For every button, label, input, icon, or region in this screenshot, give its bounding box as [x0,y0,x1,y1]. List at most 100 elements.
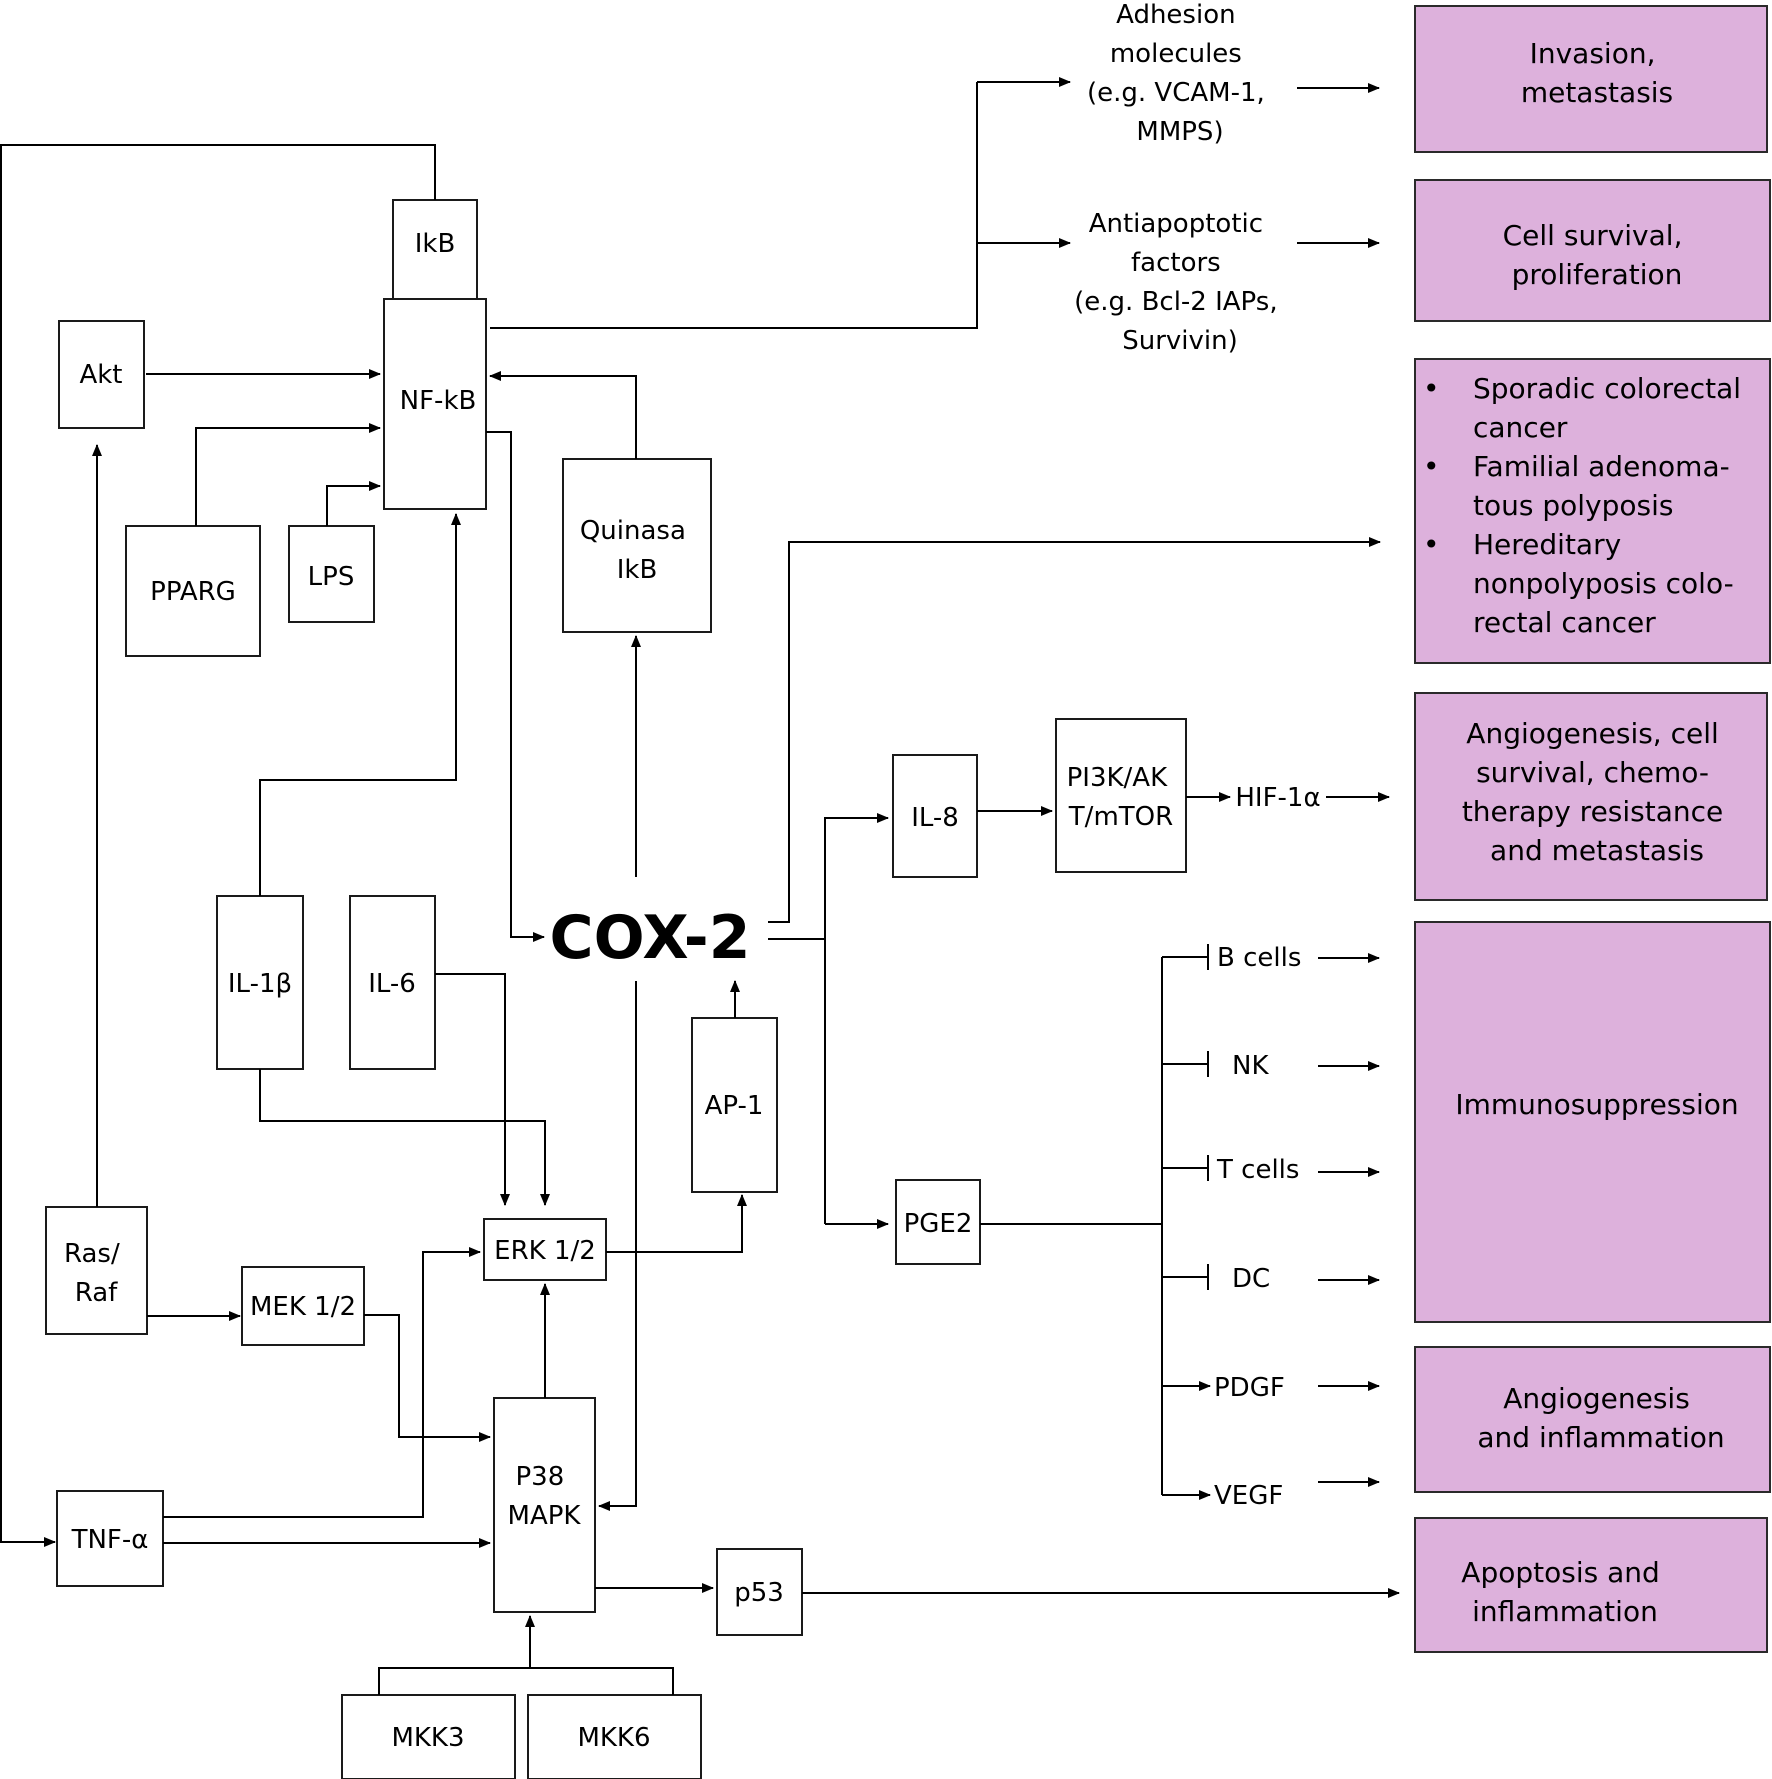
adhesion-line3: (e.g. VCAM-1, [1087,78,1265,108]
svg-text:Apoptosis and inflammati: Apoptosis and inflammation [1461,1556,1668,1628]
connector-nfkb-to-cox2 [486,431,545,942]
outcome-angio-inflam-line1: Angiogenesis [1503,1382,1690,1415]
antiapoptotic-line3: (e.g. Bcl-2 IAPs, [1074,287,1277,317]
node-lps: LPS [288,525,375,623]
node-il8: IL-8 [892,754,978,878]
outcome-survival-line1: Cell survival, [1503,219,1683,252]
cancer-item-3-line3: rectal cancer [1473,606,1656,639]
node-pi3k-akt-mtor: PI3K/AK T/mTOR [1055,718,1187,873]
node-rasraf-line1: Ras/ [64,1239,120,1269]
node-ras-raf: Ras/ Raf [45,1206,148,1335]
outcome-angio-inflam-line2: and inflammation [1477,1421,1724,1454]
bullet-3: • [1423,528,1440,561]
node-ap1: AP-1 [691,1017,778,1193]
cancer-item-2-line1: Familial adenoma- [1473,450,1730,483]
antiapoptotic-line4: Survivin) [1122,326,1238,356]
bullet-1: • [1423,372,1440,405]
target-nk: NK [1232,1051,1269,1081]
outcome-angiogenesis-chemo: Angiogenesis, cell survival, chemo- ther… [1414,692,1768,901]
node-rasraf-line2: Raf [75,1278,118,1308]
outcome-colorectal-cancers: • • • Sporadic colorectal cancer Familia… [1414,358,1771,664]
bullet-2: • [1423,450,1440,483]
node-akt-label: Akt [79,360,122,390]
factor-antiapoptotic: Antiapoptotic factors (e.g. Bcl-2 IAPs, … [1074,209,1277,356]
cancer-item-3-line2: nonpolyposis colo- [1473,567,1734,600]
connector-nfkb-to-factors [490,82,978,329]
cancer-item-1-line2: cancer [1473,411,1568,444]
outcome-apoptosis: Apoptosis and inflammation [1414,1517,1768,1653]
node-p53: p53 [716,1548,803,1636]
svg-text:Immunosuppression: Immunosuppression [1455,1088,1738,1121]
svg-text:PI3K/AK T/mTOR: PI3K/AK T/mTOR [1067,763,1176,832]
connector-il1b-to-erk [259,1069,550,1206]
node-mkk3: MKK3 [341,1694,516,1779]
node-cox2-label: COX-2 [550,903,751,973]
svg-text:Sporadic colorectal canc: Sporadic colorectal cancer Familial aden… [1473,372,1750,639]
factor-adhesion-molecules: Adhesion molecules (e.g. VCAM-1, MMPS) [1087,0,1273,147]
node-lps-label: LPS [308,562,355,592]
adhesion-line1: Adhesion [1116,0,1235,30]
connector-ikb-to-tnfa [0,144,436,1547]
connector-mek-to-p38 [364,1314,491,1442]
node-mkk6-label: MKK6 [577,1723,650,1753]
target-pdgf: PDGF [1214,1373,1285,1403]
node-quinasa-line2: IkB [617,555,658,585]
adhesion-line2: molecules [1110,39,1242,69]
outcome-angio-line1: Angiogenesis, cell [1466,717,1719,750]
svg-text:Angiogenesis, cell survi: Angiogenesis, cell survival, chemo- ther… [1462,717,1732,867]
outcome-apoptosis-line1: Apoptosis and [1461,1556,1659,1589]
connector-pparg-to-nfkb [195,423,381,526]
node-quinasa-line1: Quinasa [580,516,686,546]
outcome-angiogenesis-inflammation: Angiogenesis and inflammation [1414,1346,1771,1493]
node-tnfa-label: TNF-α [71,1525,149,1555]
outcome-angio-line3: therapy resistance [1462,795,1723,828]
cancer-item-3-line1: Hereditary [1473,528,1621,561]
node-quinasa-ikb: Quinasa IkB [562,458,712,633]
node-il6: IL-6 [349,895,436,1070]
node-mkk3-label: MKK3 [391,1723,464,1753]
node-erk-label: ERK 1/2 [494,1236,596,1266]
cancer-item-2-line2: tous polyposis [1473,489,1673,522]
outcome-invasion-line2: metastasis [1521,76,1673,109]
connector-erk-to-ap1 [606,1194,747,1253]
connector-cox2-to-p38 [598,981,637,1511]
node-p38-line1: P38 [515,1462,564,1492]
node-akt: Akt [58,320,145,429]
node-erk: ERK 1/2 [483,1218,607,1281]
node-pi3k-line2: T/mTOR [1068,802,1173,832]
outcome-invasion: Invasion, metastasis [1414,5,1768,153]
adhesion-line4: MMPS) [1136,117,1223,147]
connector-mkk3-bracket [378,1667,674,1695]
target-dc: DC [1232,1264,1270,1294]
connector-cox2-to-cancers [768,537,1381,923]
node-p53-label: p53 [734,1578,784,1608]
connector-cox2-to-il8 [824,813,889,1224]
antiapoptotic-line1: Antiapoptotic [1089,209,1263,239]
connector-quinasa-to-nfkb [489,371,637,459]
svg-text:Ras/ Raf: Ras/ Raf [64,1239,128,1308]
node-mkk6: MKK6 [527,1694,702,1779]
node-cox2: COX-2 [550,903,751,973]
node-il8-label: IL-8 [911,803,959,833]
node-pge2-label: PGE2 [904,1209,973,1239]
outcome-immunosuppression: Immunosuppression [1414,921,1771,1323]
outcome-survival-line2: proliferation [1512,258,1683,291]
outcome-invasion-line1: Invasion, [1530,37,1656,70]
outcome-immuno-line1: Immunosuppression [1455,1088,1738,1121]
connector-il1b-to-nfkb [259,513,461,896]
node-mek: MEK 1/2 [241,1266,365,1346]
node-nfkb-label: NF-kB [400,386,477,416]
svg-text:Cell survival, prolifera: Cell survival, proliferation [1503,219,1692,291]
target-t-cells: T cells [1216,1155,1299,1185]
node-pparg: PPARG [125,525,261,657]
node-pi3k-line1: PI3K/AK [1067,763,1168,793]
svg-text:Adhesion molecules: Adhesion molecules (e.g. VCAM-1, MMPS) [1087,0,1273,147]
node-pparg-label: PPARG [150,577,236,607]
svg-text:Angiogenesis and inflamm: Angiogenesis and inflammation [1477,1382,1724,1454]
node-nfkb: NF-kB [383,298,487,510]
node-tnf-alpha: TNF-α [56,1490,164,1587]
outcome-cell-survival: Cell survival, proliferation [1414,179,1771,322]
connector-lps-to-nfkb [326,481,381,526]
node-p38-line2: MAPK [508,1501,582,1531]
